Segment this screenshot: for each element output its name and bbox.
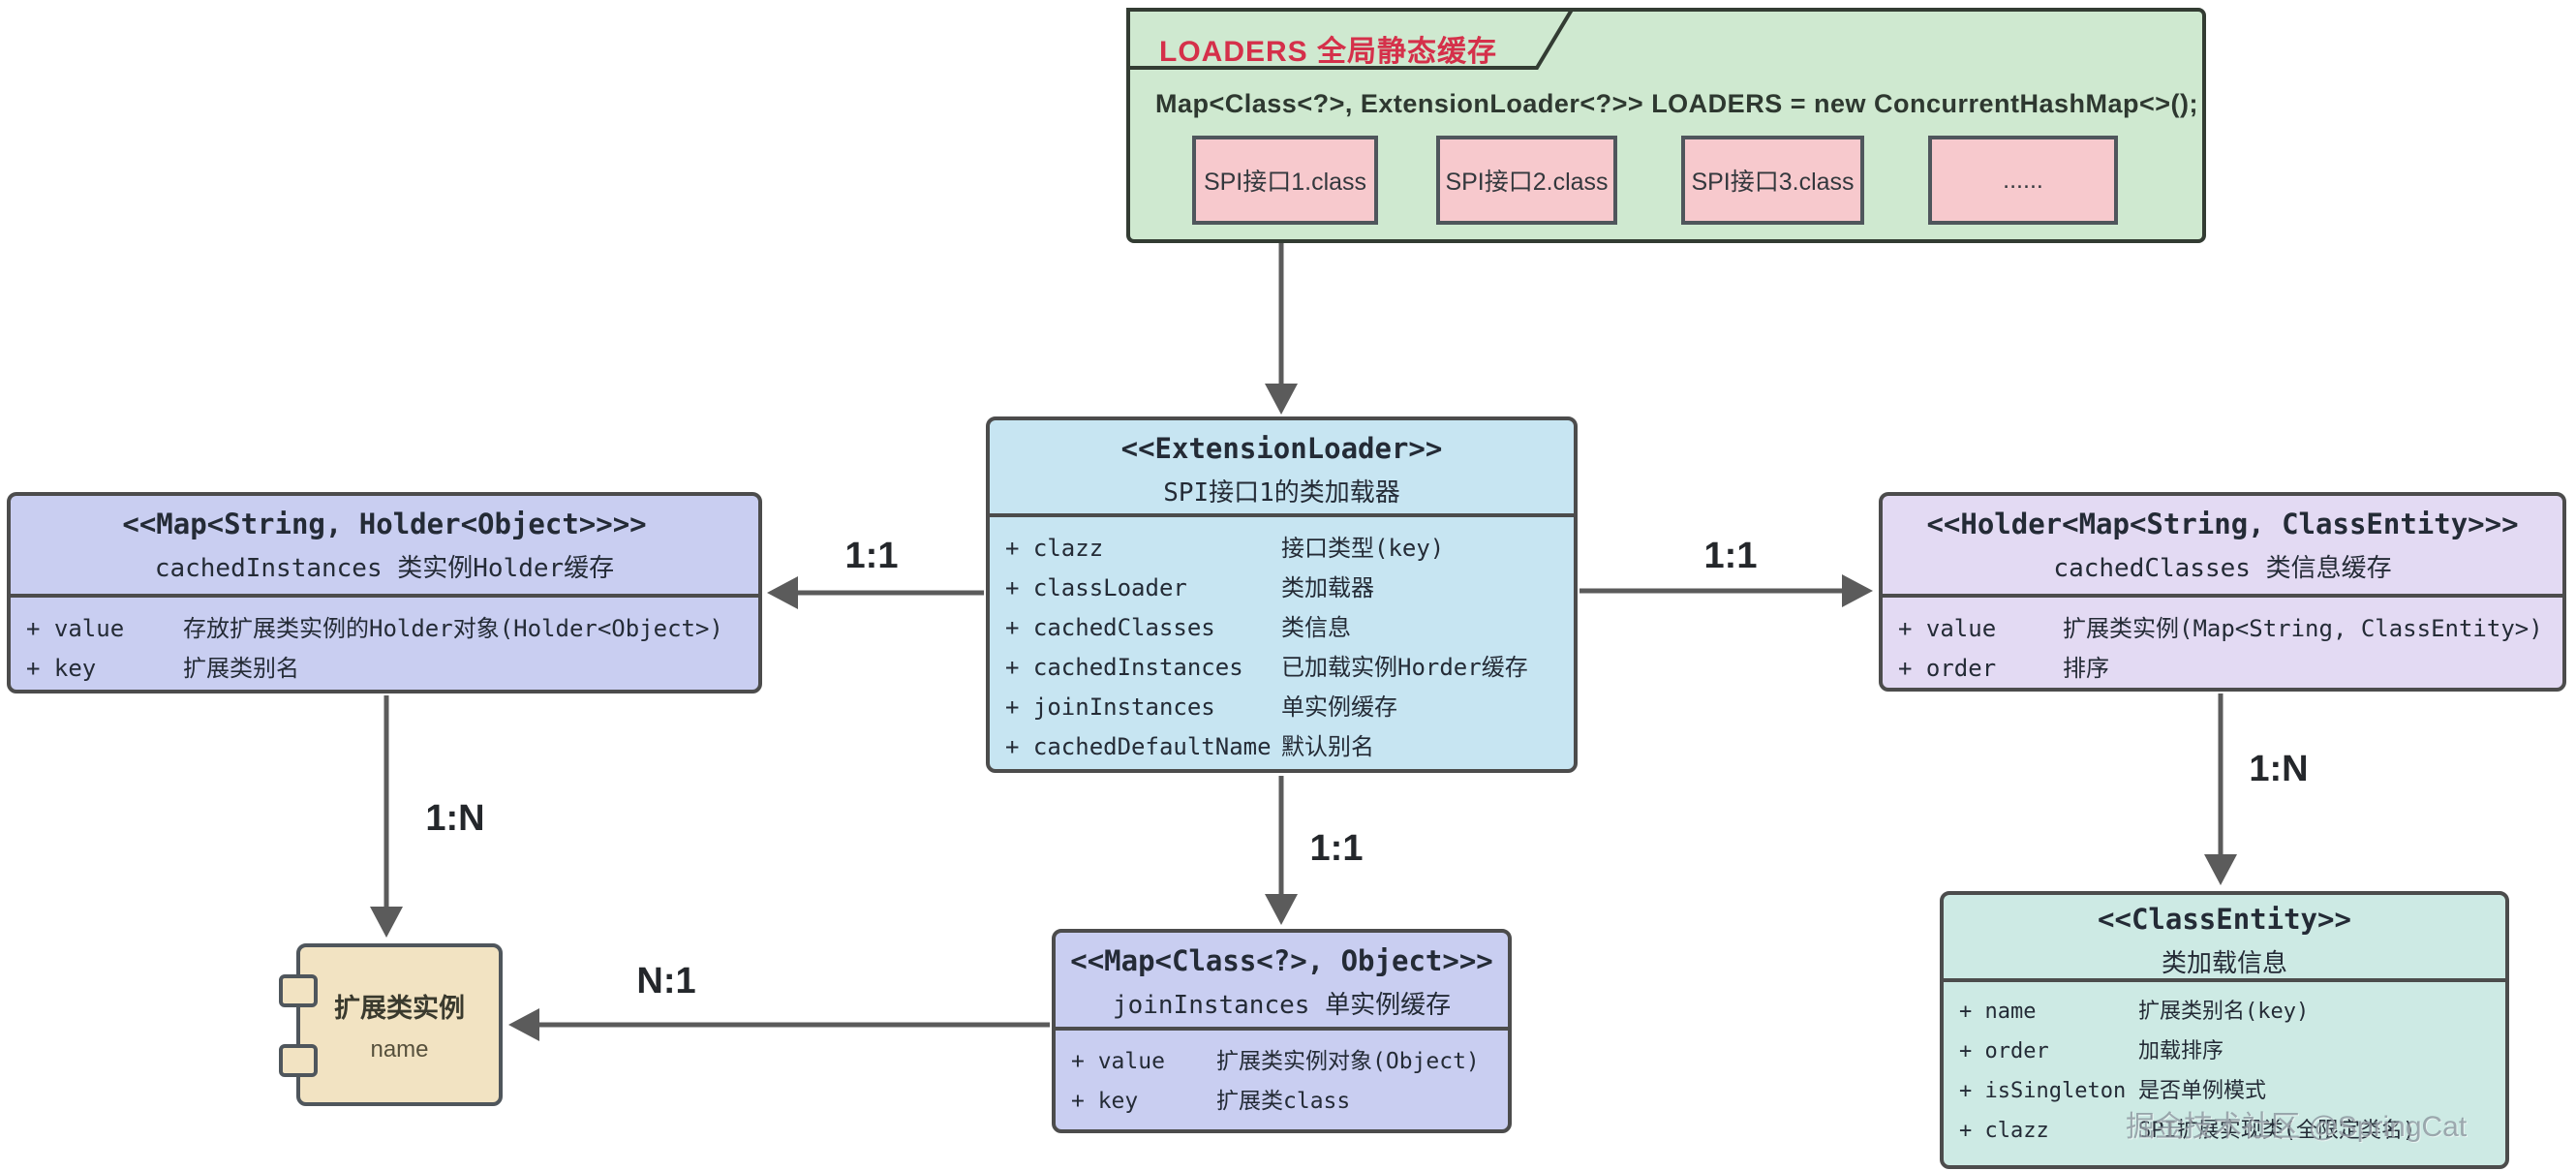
node-extension-loader: <<ExtensionLoader>> SPI接口1的类加载器 + clazz … bbox=[986, 416, 1578, 773]
field-row: + order 加载排序 bbox=[1959, 1039, 2224, 1063]
node-stereotype: <<ClassEntity>> bbox=[2098, 903, 2351, 936]
node-class-entity: <<ClassEntity>> 类加载信息 + name 扩展类别名(key) … bbox=[1940, 891, 2509, 1169]
node-cached-classes: <<Holder<Map<String, ClassEntity>>> cach… bbox=[1879, 492, 2566, 692]
node-stereotype: <<Holder<Map<String, ClassEntity>>> bbox=[1926, 508, 2519, 540]
node-stereotype: <<ExtensionLoader>> bbox=[1120, 432, 1443, 465]
field-row: + key 扩展类别名 bbox=[26, 655, 299, 682]
field-row: + classLoader 类加载器 bbox=[1005, 574, 1374, 601]
node-title: 扩展类实例 bbox=[334, 993, 465, 1023]
edge-extensionloader-to-cachedclasses bbox=[1579, 574, 1873, 607]
edge-loaders-to-extensionloader bbox=[1265, 226, 1298, 415]
watermark: 掘金技术社区 @SpringCat bbox=[2126, 1111, 2468, 1143]
edge-extensionloader-to-cachedinstances bbox=[767, 576, 984, 609]
spi-class-chip: SPI接口3.class bbox=[1681, 136, 1864, 225]
node-body: + name 扩展类别名(key) + order 加载排序 + isSingl… bbox=[1944, 982, 2505, 1151]
field-row: + name 扩展类别名(key) bbox=[1959, 1000, 2310, 1024]
edge-label-joininstances-instance: N:1 bbox=[636, 961, 696, 1002]
node-title: 类加载信息 bbox=[2161, 949, 2287, 978]
edge-label-cachedclasses-classentity: 1:N bbox=[2249, 749, 2309, 789]
spi-class-chip: ...... bbox=[1928, 136, 2118, 225]
node-body: + value 扩展类实例(Map<String, ClassEntity>) … bbox=[1883, 598, 2562, 689]
field-row: + clazz SPI扩展实现类(全限定类名) bbox=[1959, 1119, 2416, 1143]
node-stereotype: <<Map<String, Holder<Object>>>> bbox=[122, 508, 647, 540]
node-body: + value 扩展类实例对象(Object) + key 扩展类class bbox=[1056, 1031, 1508, 1122]
node-header: <<ClassEntity>> 类加载信息 bbox=[1944, 895, 2505, 982]
loaders-tab-shape bbox=[1126, 8, 1576, 70]
node-title: joinInstances 单实例缓存 bbox=[1112, 991, 1452, 1020]
field-row: + isSingleton 是否单例模式 bbox=[1959, 1079, 2267, 1103]
edge-label-cachedinstances-instance: 1:N bbox=[425, 798, 485, 839]
field-row: + clazz 接口类型(key) bbox=[1005, 535, 1445, 562]
field-row: + value 扩展类实例对象(Object) bbox=[1071, 1049, 1480, 1074]
edge-label-extensionloader-cachedclasses: 1:1 bbox=[1703, 536, 1758, 576]
node-header: <<Map<Class<?>, Object>>> joinInstances … bbox=[1056, 933, 1508, 1031]
field-row: + cachedClasses 类信息 bbox=[1005, 614, 1351, 641]
node-stereotype: <<Map<Class<?>, Object>>> bbox=[1070, 944, 1493, 977]
loaders-tab-title: LOADERS 全局静态缓存 bbox=[1159, 36, 1498, 68]
field-row: + joinInstances 单实例缓存 bbox=[1005, 693, 1397, 721]
node-title: SPI接口1的类加载器 bbox=[1163, 478, 1400, 508]
field-row: + value 存放扩展类实例的Holder对象(Holder<Object>) bbox=[26, 615, 723, 642]
node-title: cachedClasses 类信息缓存 bbox=[2053, 554, 2392, 583]
node-body: + clazz 接口类型(key) + classLoader 类加载器 + c… bbox=[990, 517, 1574, 767]
node-title: cachedInstances 类实例Holder缓存 bbox=[154, 554, 615, 583]
loaders-panel: LOADERS 全局静态缓存 Map<Class<?>, ExtensionLo… bbox=[1126, 8, 2206, 243]
component-port-icon bbox=[279, 974, 318, 1007]
edge-joininstances-to-instance bbox=[508, 1008, 1050, 1041]
node-extension-instance: 扩展类实例 name bbox=[279, 943, 503, 1106]
node-header: <<ExtensionLoader>> SPI接口1的类加载器 bbox=[990, 420, 1574, 517]
field-row: + cachedDefaultName 默认别名 bbox=[1005, 733, 1374, 760]
field-row: + key 扩展类class bbox=[1071, 1089, 1351, 1114]
node-header: <<Holder<Map<String, ClassEntity>>> cach… bbox=[1883, 496, 2562, 598]
spi-class-chip: SPI接口2.class bbox=[1436, 136, 1617, 225]
component-port-icon bbox=[279, 1044, 318, 1077]
node-body: + value 存放扩展类实例的Holder对象(Holder<Object>)… bbox=[11, 598, 758, 689]
node-subtitle: name bbox=[370, 1035, 429, 1063]
node-cached-instances: <<Map<String, Holder<Object>>>> cachedIn… bbox=[7, 492, 762, 693]
field-row: + value 扩展类实例(Map<String, ClassEntity>) bbox=[1898, 615, 2543, 642]
node-header: <<Map<String, Holder<Object>>>> cachedIn… bbox=[11, 496, 758, 598]
edge-label-extensionloader-joininstances: 1:1 bbox=[1309, 828, 1364, 869]
edge-label-extensionloader-cachedinstances: 1:1 bbox=[844, 536, 899, 576]
field-row: + order 排序 bbox=[1898, 655, 2109, 682]
spi-class-chip: SPI接口1.class bbox=[1192, 136, 1378, 225]
loaders-declaration: Map<Class<?>, ExtensionLoader<?>> LOADER… bbox=[1155, 89, 2199, 118]
node-join-instances: <<Map<Class<?>, Object>>> joinInstances … bbox=[1052, 929, 1512, 1133]
field-row: + cachedInstances 已加载实例Horder缓存 bbox=[1005, 654, 1528, 681]
